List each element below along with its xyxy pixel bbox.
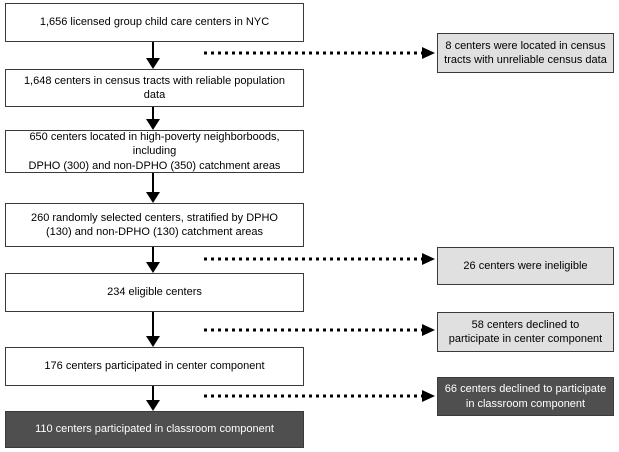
down-arrow-icon	[146, 173, 160, 203]
down-arrow-icon	[146, 247, 160, 273]
box-excluded-unreliable-census: 8 centers were located in census tracts …	[437, 33, 614, 73]
box-center-component-participants: 176 centers participated in center compo…	[5, 347, 304, 386]
box-licensed-centers: 1,656 licensed group child care centers …	[5, 3, 304, 42]
box-declined-classroom-component: 66 centers declined to participate in cl…	[437, 377, 614, 416]
box-excluded-ineligible: 26 centers were ineligible	[437, 247, 614, 285]
dotted-right-arrow-icon	[204, 47, 435, 59]
box-reliable-census-tracts: 1,648 centers in census tracts with reli…	[5, 69, 304, 107]
box-eligible-centers: 234 eligible centers	[5, 273, 304, 312]
down-arrow-icon	[146, 42, 160, 69]
dotted-right-arrow-icon	[204, 253, 435, 265]
box-declined-center-component: 58 centers declined to participate in ce…	[437, 312, 614, 352]
box-classroom-component-participants: 110 centers participated in classroom co…	[5, 411, 304, 448]
dotted-right-arrow-icon	[204, 390, 435, 402]
down-arrow-icon	[146, 107, 160, 130]
down-arrow-icon	[146, 386, 160, 411]
box-randomly-selected-centers: 260 randomly selected centers, stratifie…	[5, 203, 304, 247]
box-high-poverty-neighborhoods: 650 centers located in high-poverty neig…	[5, 130, 304, 173]
down-arrow-icon	[146, 312, 160, 347]
dotted-right-arrow-icon	[204, 324, 435, 336]
